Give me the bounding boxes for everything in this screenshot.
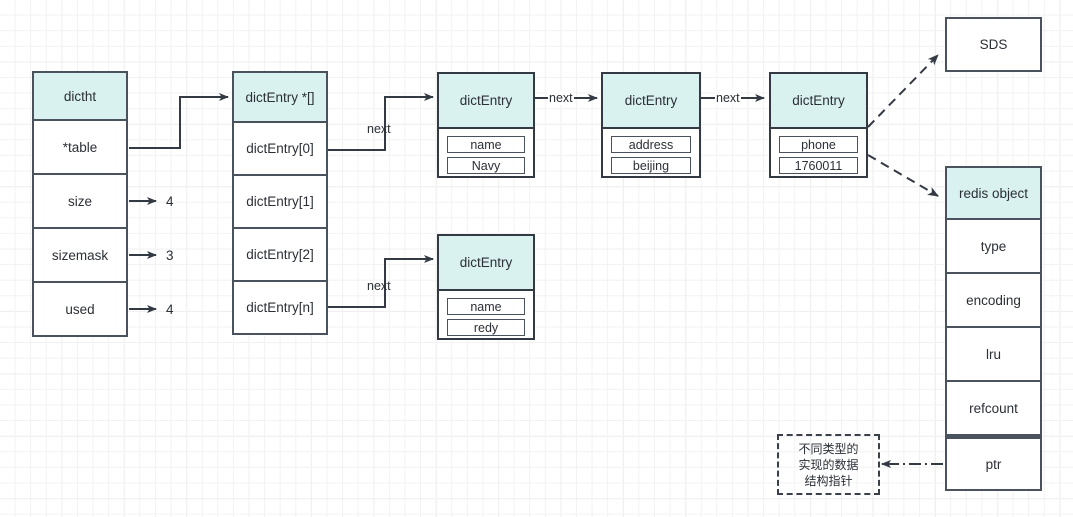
dictentry-2-header: dictEntry xyxy=(603,74,699,129)
bucket-array-header: dictEntry *[] xyxy=(232,71,328,123)
redisobject-field-ptr: ptr xyxy=(945,436,1042,491)
pointer-annotation-note: 不同类型的 实现的数据 结构指针 xyxy=(777,434,880,495)
dictht-size-value: 4 xyxy=(166,194,174,209)
redisobject-field-refcount: refcount xyxy=(945,382,1042,436)
dictentry-3-value: 1760011 xyxy=(779,157,858,174)
edge-label-next-slotn: next xyxy=(367,279,391,293)
dictentry-node-3: dictEntry phone 1760011 xyxy=(769,72,868,178)
bucket-slot-1: dictEntry[1] xyxy=(232,176,328,229)
dictentry-4-key: name xyxy=(447,298,525,315)
dictht-used-value: 4 xyxy=(166,302,174,317)
note-line-1: 不同类型的 xyxy=(798,441,859,456)
dictentry-3-header: dictEntry xyxy=(771,74,866,129)
redisobject-field-type: type xyxy=(945,220,1042,274)
dictentry-node-4: dictEntry name redy xyxy=(437,234,535,340)
dictentry-4-header: dictEntry xyxy=(439,236,533,291)
dictentry-1-value: Navy xyxy=(447,157,525,174)
redisobject-header: redis object xyxy=(945,166,1042,220)
dictentry-2-value: beijing xyxy=(611,157,691,174)
dictentry-node-2: dictEntry address beijing xyxy=(601,72,701,178)
edge-label-next-2: next xyxy=(715,91,741,105)
dictht-sizemask-value: 3 xyxy=(166,248,174,263)
dictht-row-table: *table xyxy=(32,121,128,175)
note-line-3: 结构指针 xyxy=(804,473,853,488)
dictht-header: dictht xyxy=(32,71,128,121)
dictentry-3-key: phone xyxy=(779,136,858,153)
note-line-2: 实现的数据 xyxy=(798,457,859,472)
sds-box: SDS xyxy=(945,17,1042,72)
dictht-row-used: used xyxy=(32,283,128,337)
bucket-slot-n: dictEntry[n] xyxy=(232,282,328,335)
dictht-row-sizemask: sizemask xyxy=(32,229,128,283)
edge-label-next-1: next xyxy=(548,91,574,105)
redisobject-field-lru: lru xyxy=(945,328,1042,382)
dictentry-node-1: dictEntry name Navy xyxy=(437,72,535,178)
bucket-slot-0: dictEntry[0] xyxy=(232,123,328,176)
redisobject-field-encoding: encoding xyxy=(945,274,1042,328)
dictentry-2-key: address xyxy=(611,136,691,153)
dictentry-1-header: dictEntry xyxy=(439,74,533,129)
bucket-slot-2: dictEntry[2] xyxy=(232,229,328,282)
edge-label-next-slot0: next xyxy=(367,122,391,136)
dictentry-4-value: redy xyxy=(447,319,525,336)
edge-table-to-array xyxy=(129,93,229,149)
dictentry-1-key: name xyxy=(447,136,525,153)
edge-entry3-to-sds xyxy=(867,54,939,128)
edge-entry3-to-redisobject xyxy=(867,154,939,197)
dictht-row-size: size xyxy=(32,175,128,229)
